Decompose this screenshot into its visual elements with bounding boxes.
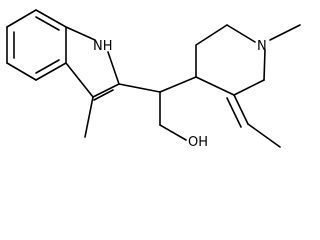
bond [247, 123, 281, 148]
bond [118, 83, 161, 93]
n-methyl-bond [269, 24, 301, 41]
double-bond-inner [226, 97, 242, 128]
bond [6, 62, 37, 81]
side-chain [118, 76, 197, 141]
bond [107, 51, 120, 85]
bond [195, 76, 235, 96]
bond [35, 9, 67, 28]
hydroxyl-label: OH [188, 135, 208, 150]
bond [6, 9, 37, 28]
piperidine-n-label: N [257, 39, 267, 54]
indole-benzene-ring [6, 9, 67, 81]
methyl-bond [84, 96, 94, 138]
bond [226, 24, 256, 43]
indole-pyrrole-ring [65, 26, 120, 138]
bond [65, 62, 94, 98]
double-bond-inner [35, 16, 60, 31]
ethylidene-group [226, 94, 281, 148]
bond [65, 26, 96, 41]
bond [159, 124, 187, 141]
bond [195, 24, 228, 46]
molecule-structure: NH N OH [6, 9, 301, 150]
bond [263, 49, 266, 81]
bond [159, 76, 197, 93]
piperidine-ring [195, 24, 301, 96]
double-bond-inner [93, 89, 114, 101]
indole-nh-label: NH [93, 39, 113, 54]
bond [233, 94, 249, 125]
bond [92, 83, 120, 98]
bond [233, 79, 265, 96]
bond [35, 62, 67, 81]
double-bond-inner [35, 59, 60, 74]
